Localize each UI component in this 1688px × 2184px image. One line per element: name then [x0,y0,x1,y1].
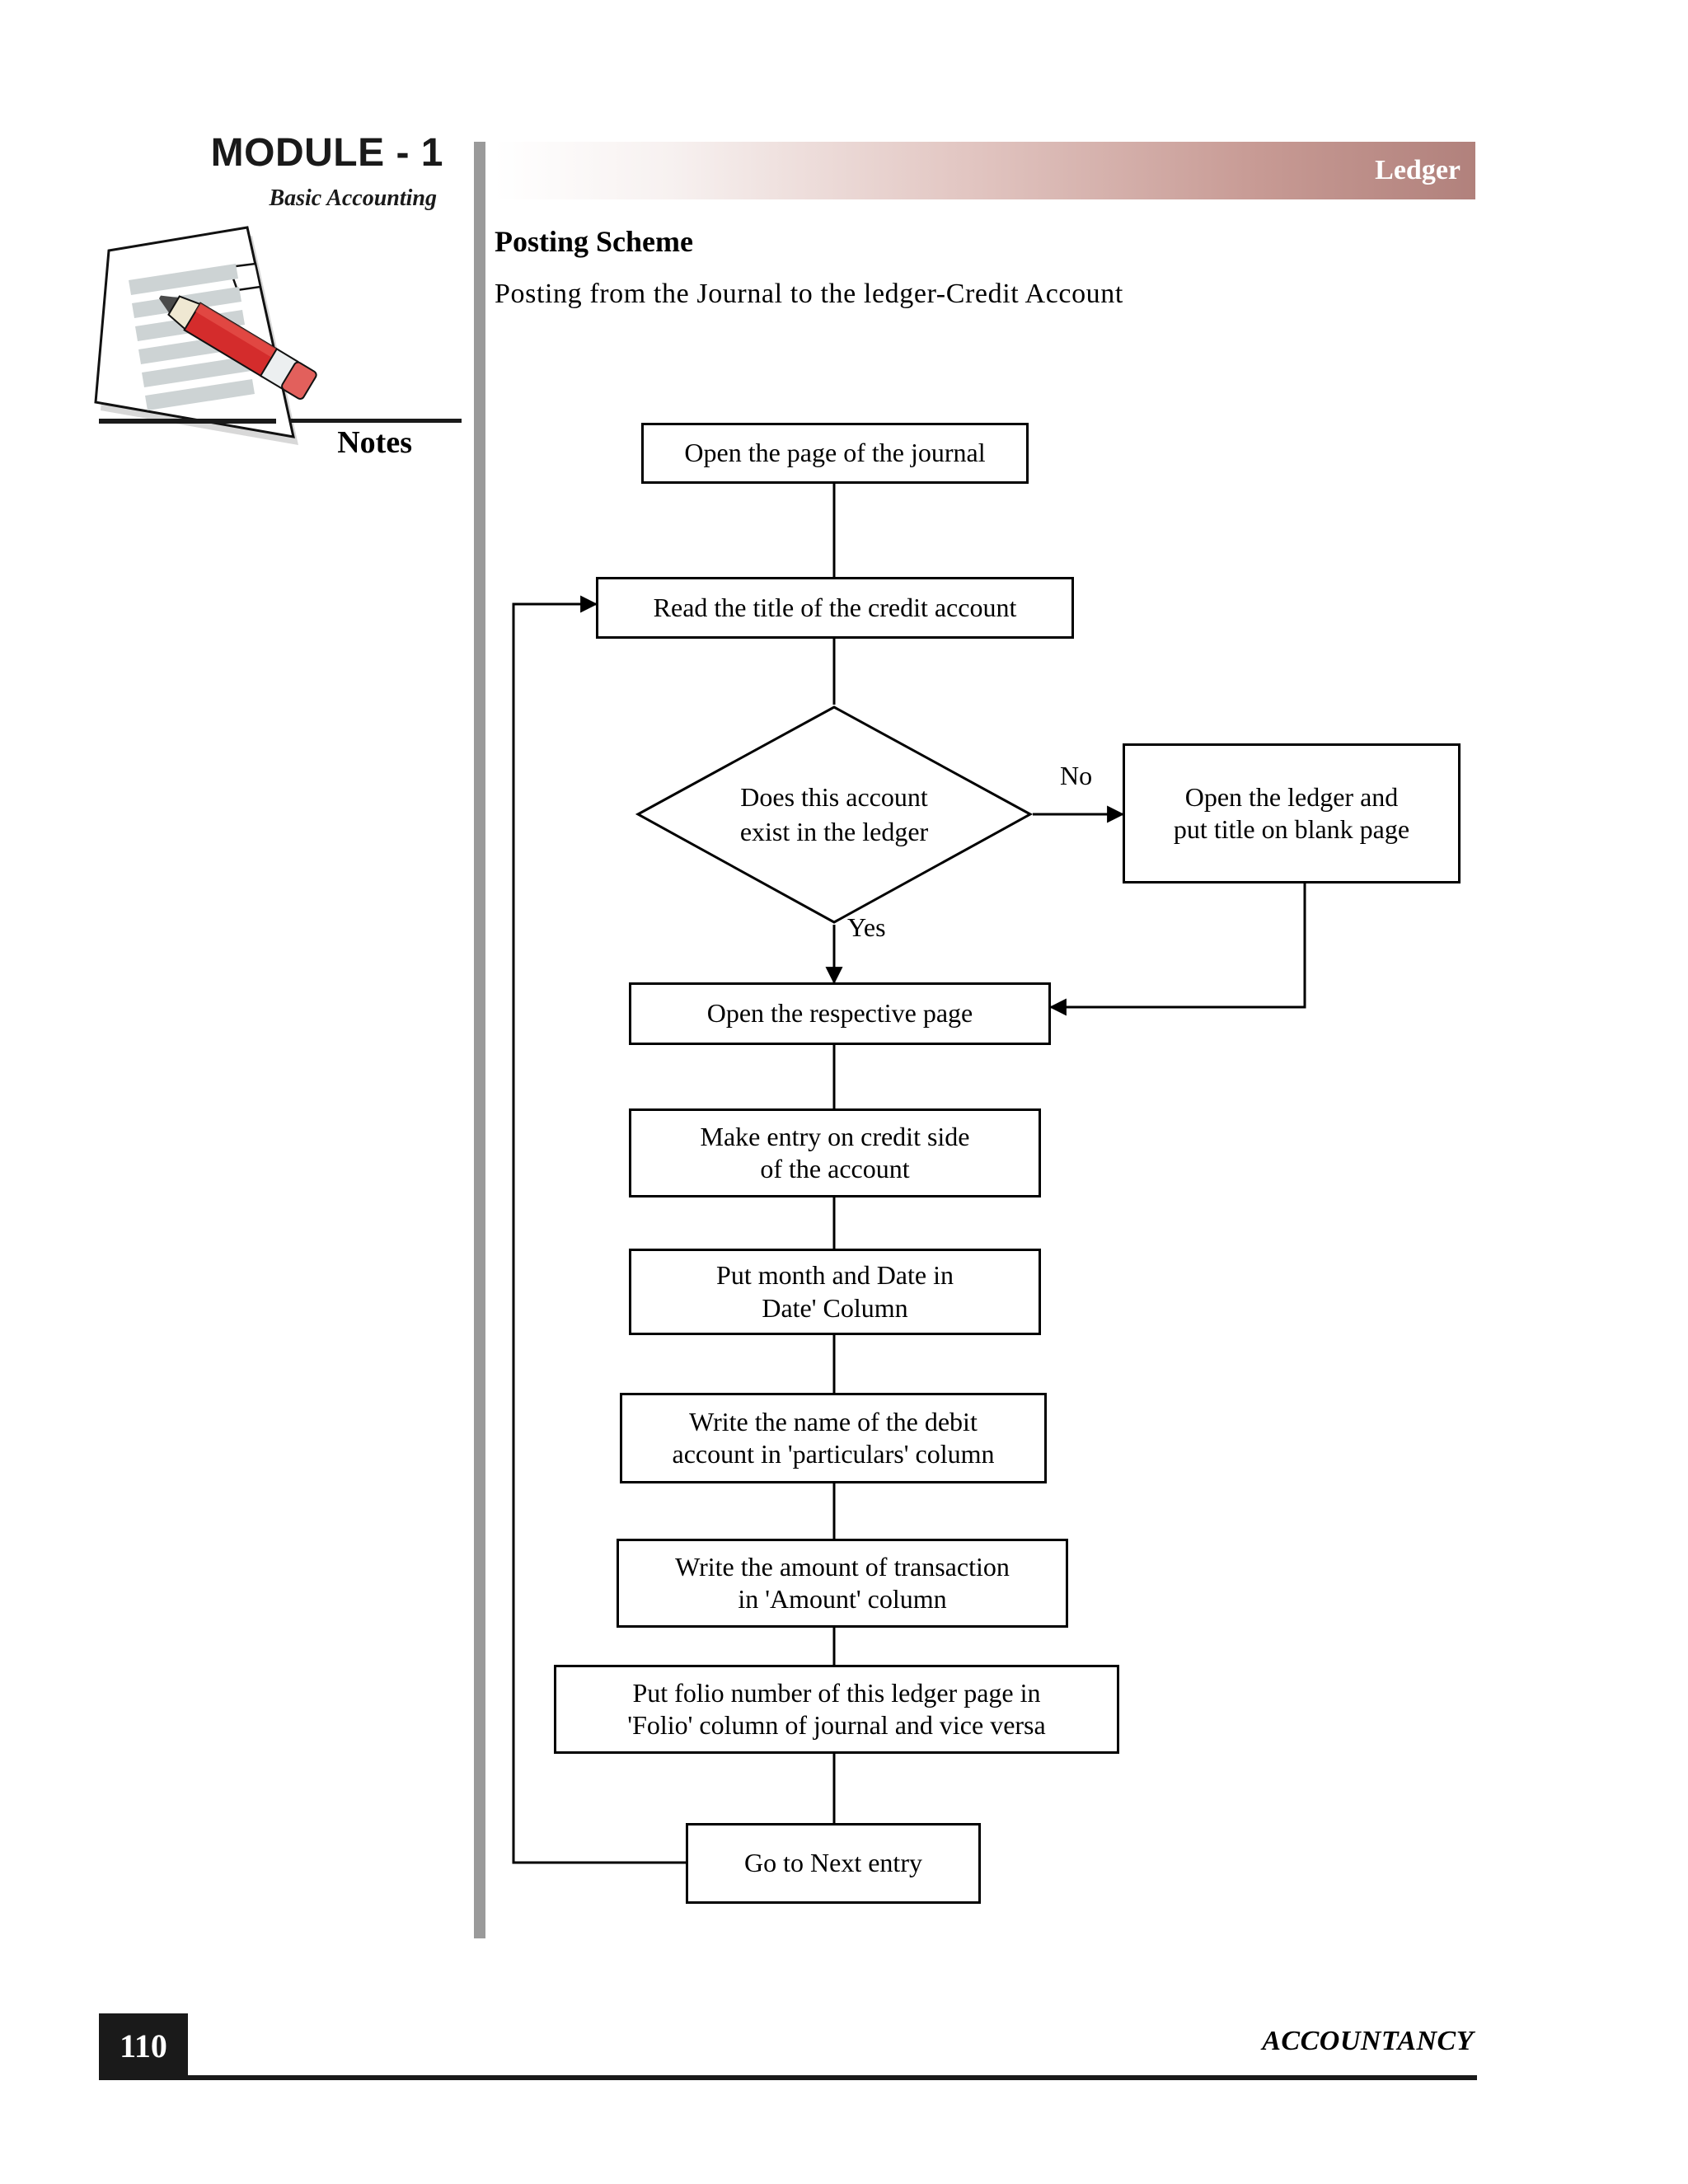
flow-node-text-line: 'Folio' column of journal and vice versa [627,1710,1046,1740]
flow-node-decision-account-exists: Does this account exist in the ledger [635,705,1033,925]
edge-label-no: No [1060,761,1093,790]
flow-node-text-line: Date' Column [762,1292,908,1323]
notes-divider-left [99,419,276,424]
flow-node-put-month-and-date: Put month and Date in Date' Column [629,1249,1041,1335]
flow-node-text-line: Open the ledger and [1184,781,1399,812]
flow-node-open-journal-page: Open the page of the journal [641,423,1029,484]
ruled-paper-with-pencil-icon [91,216,363,455]
flow-node-text-block: Open the ledger and put title on blank p… [1174,781,1409,846]
module-title: MODULE - 1 [210,131,443,175]
footer-divider [99,2075,1477,2080]
flow-node-write-debit-account-name: Write the name of the debit account in '… [620,1393,1047,1483]
flow-node-text-line: of the account [760,1154,910,1183]
notes-label: Notes [337,425,412,460]
flow-node-text-block: Write the name of the debit account in '… [673,1406,995,1470]
flow-node-text-line: in 'Amount' column [738,1584,947,1614]
flow-node-text: Read the title of the credit account [653,592,1017,622]
flow-node-text-block: Put folio number of this ledger page in … [627,1677,1045,1741]
section-heading: Posting Scheme [495,225,693,258]
flow-node-text: Open the respective page [706,998,973,1029]
flow-node-make-entry-credit-side: Make entry on credit side of the account [629,1108,1041,1197]
flow-node-text-block: Put month and Date in Date' Column [716,1259,954,1324]
flow-node-text-block: Make entry on credit side of the account [701,1121,970,1185]
flow-node-text-line: account in 'particulars' column [672,1439,995,1469]
flow-node-write-transaction-amount: Write the amount of transaction in 'Amou… [617,1539,1068,1628]
flow-node-open-respective-page: Open the respective page [629,982,1051,1045]
flow-node-text-line: put title on blank page [1173,814,1410,844]
flow-node-text-line: Write the amount of transaction [675,1551,1010,1582]
flow-node-text-line: Put month and Date in [716,1260,954,1291]
vertical-gray-rule [474,142,485,1938]
flow-node-text-line: Make entry on credit side [700,1121,970,1151]
flow-node-text-line: Write the name of the debit [689,1406,978,1436]
flow-node-text: Go to Next entry [744,1848,922,1878]
flow-node-text-line: exist in the ledger [739,816,929,846]
chapter-title: Ledger [1375,155,1461,185]
page-number-badge: 110 [99,2013,188,2078]
flow-node-text: Open the page of the journal [684,438,986,468]
flow-node-put-folio-number: Put folio number of this ledger page in … [554,1665,1119,1754]
flow-node-text-block: Write the amount of transaction in 'Amou… [675,1551,1010,1615]
flow-node-text-line: Put folio number of this ledger page in [632,1677,1041,1708]
page-number: 110 [120,2027,167,2064]
flow-node-read-credit-account-title: Read the title of the credit account [596,577,1074,639]
edge-label-yes: Yes [847,912,886,942]
section-subheading: Posting from the Journal to the ledger-C… [495,279,1123,309]
flow-node-text-line: Does this account [740,781,928,812]
book-title: ACCOUNTANCY [1262,2026,1474,2056]
notes-divider-right [290,419,462,423]
flow-node-open-ledger-new-page: Open the ledger and put title on blank p… [1123,743,1461,883]
chapter-header-banner: Ledger [495,142,1475,199]
flow-node-go-to-next-entry: Go to Next entry [686,1823,981,1904]
flow-node-text-block: Does this account exist in the ledger [635,705,1033,925]
module-subtitle: Basic Accounting [269,185,437,211]
